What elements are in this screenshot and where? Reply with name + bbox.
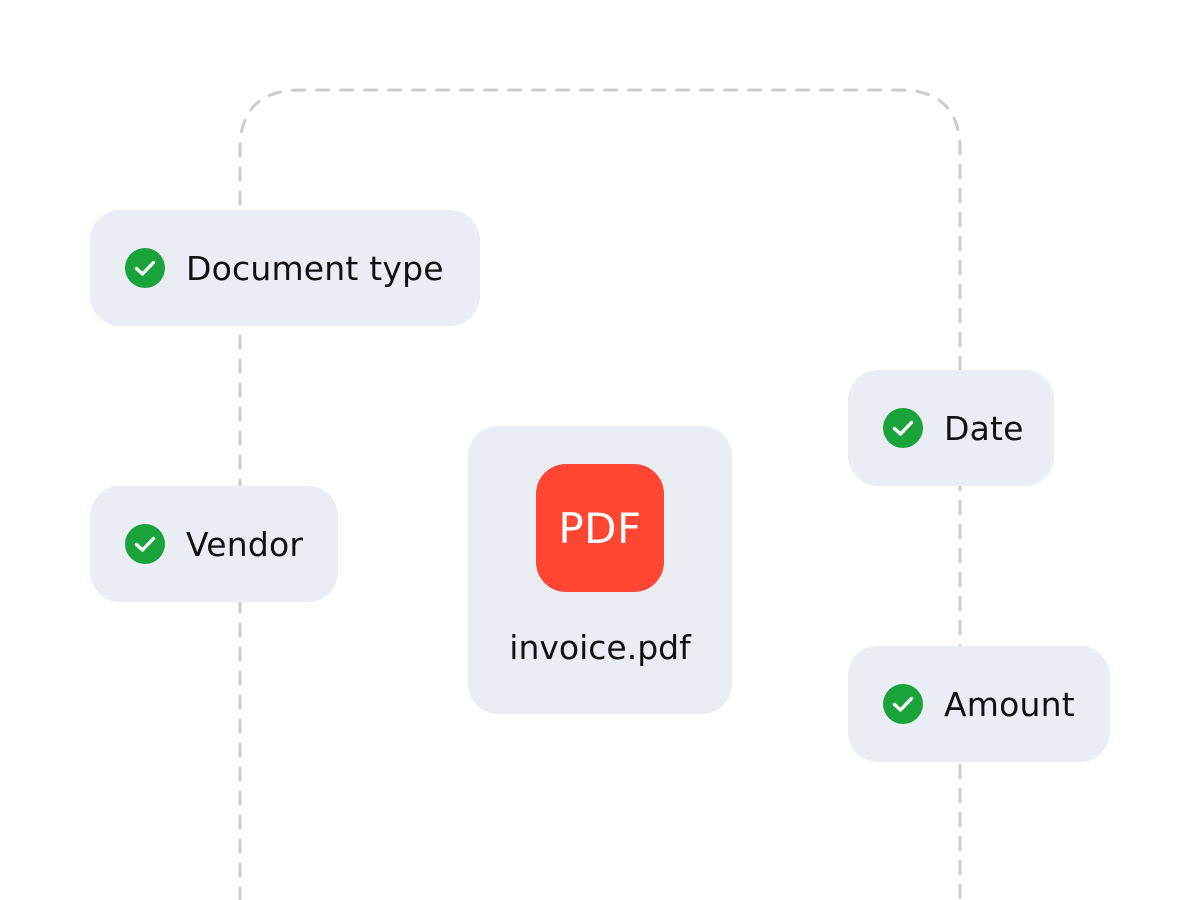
pdf-badge-text: PDF [558, 503, 642, 553]
file-card[interactable]: PDF invoice.pdf [468, 426, 732, 714]
check-circle-icon [883, 684, 923, 724]
check-circle-icon [125, 248, 165, 288]
field-date: Date [848, 370, 1054, 486]
field-label: Document type [186, 248, 444, 288]
field-amount: Amount [848, 646, 1110, 762]
pdf-file-icon: PDF [536, 464, 664, 592]
field-document-type: Document type [90, 210, 480, 326]
field-label: Date [944, 408, 1024, 448]
file-name: invoice.pdf [509, 628, 691, 667]
field-label: Vendor [186, 524, 304, 564]
check-circle-icon [125, 524, 165, 564]
check-circle-icon [883, 408, 923, 448]
field-vendor: Vendor [90, 486, 338, 602]
field-label: Amount [944, 684, 1075, 724]
